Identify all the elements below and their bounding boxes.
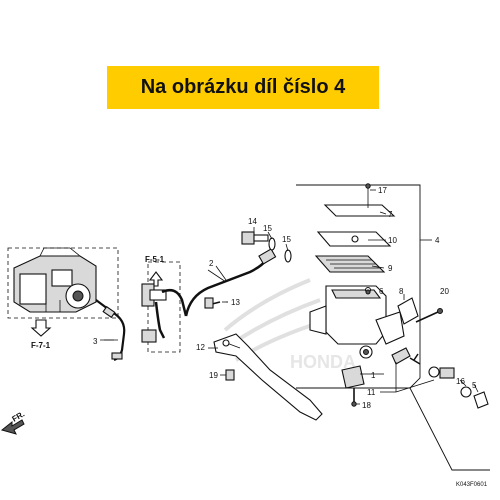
callout-9: 9 bbox=[388, 264, 393, 273]
callout-20: 20 bbox=[440, 287, 449, 296]
callout-numbers: 1 2 3 4 5 6 7 8 9 10 11 12 13 14 15 15 1… bbox=[93, 186, 477, 410]
hose-bracket bbox=[141, 261, 188, 353]
callout-15a: 15 bbox=[263, 224, 272, 233]
callout-17: 17 bbox=[378, 186, 387, 195]
honda-wing-watermark: HONDA bbox=[223, 278, 356, 372]
callout-18: 18 bbox=[362, 401, 371, 410]
callout-14: 14 bbox=[248, 217, 257, 226]
callout-6: 6 bbox=[379, 287, 384, 296]
banner-text: Na obrázku díl číslo 4 bbox=[140, 76, 346, 98]
bolt-13 bbox=[204, 297, 228, 309]
reservoir-parts bbox=[314, 183, 396, 273]
leader-lines bbox=[104, 189, 479, 405]
front-direction-marker: FR. bbox=[0, 409, 27, 435]
callout-19: 19 bbox=[209, 371, 218, 380]
abs-modulator bbox=[7, 247, 119, 319]
brake-lever-12 bbox=[213, 333, 323, 421]
master-cylinder-body bbox=[309, 285, 405, 359]
brake-hose-3 bbox=[95, 299, 126, 362]
part-number-banner: Na obrázku díl číslo 4 bbox=[107, 66, 379, 109]
callout-8: 8 bbox=[399, 287, 404, 296]
ref-arrows bbox=[30, 271, 164, 337]
ref-f71: F-7-1 bbox=[31, 341, 51, 350]
callout-1: 1 bbox=[371, 371, 376, 380]
callout-10: 10 bbox=[388, 236, 397, 245]
callout-15b: 15 bbox=[282, 235, 291, 244]
callout-13: 13 bbox=[231, 298, 240, 307]
front-label: FR. bbox=[11, 409, 27, 423]
ref-f51: F-5-1 bbox=[145, 255, 165, 264]
piston-set-11 bbox=[391, 347, 489, 409]
callout-16: 16 bbox=[456, 377, 465, 386]
brake-hose-2 bbox=[184, 248, 277, 317]
callout-5: 5 bbox=[472, 381, 477, 390]
clamp-holder-8 bbox=[365, 289, 443, 325]
callout-4: 4 bbox=[435, 236, 440, 245]
callout-7: 7 bbox=[388, 210, 393, 219]
watermark-text: HONDA bbox=[290, 352, 356, 372]
lever-pivot-bolt-19 bbox=[220, 369, 235, 381]
callout-12: 12 bbox=[196, 343, 205, 352]
callout-3: 3 bbox=[93, 337, 98, 346]
banjo-bolt-14 bbox=[241, 227, 292, 263]
master-cylinder-frame bbox=[296, 184, 490, 471]
callout-11: 11 bbox=[367, 388, 376, 397]
callout-2: 2 bbox=[209, 259, 214, 268]
brake-switch-1 bbox=[341, 365, 368, 407]
diagram-code: K043F0601 bbox=[456, 482, 488, 488]
